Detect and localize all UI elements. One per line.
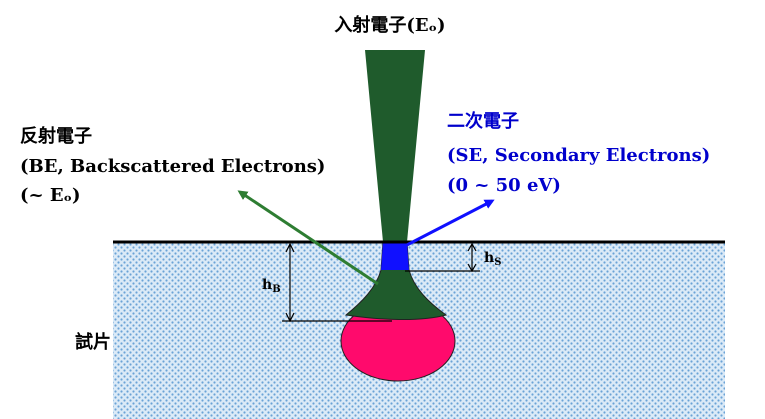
be-name-label: (BE, Backscattered Electrons)	[20, 156, 325, 177]
hs-label: hS	[484, 250, 501, 268]
be-energy-label: (~ Eₒ)	[20, 185, 81, 206]
specimen-label: 試片	[75, 331, 111, 353]
hs-arrow-top	[467, 242, 477, 252]
secondary-electron-region	[381, 242, 409, 270]
be-title-label: 反射電子	[20, 125, 92, 147]
hb-arrow-top	[285, 242, 295, 253]
se-energy-label: (0 ~ 50 eV)	[447, 175, 561, 196]
backscattered-electron-arrow	[237, 190, 379, 286]
excitation-region	[344, 241, 448, 321]
hb-label: hB	[262, 277, 281, 295]
secondary-electron-arrow	[402, 199, 495, 249]
incident-beam	[365, 50, 425, 242]
incident-electron-label: 入射電子(Eₒ)	[334, 14, 445, 36]
se-name-label: (SE, Secondary Electrons)	[447, 145, 710, 166]
se-title-label: 二次電子	[447, 110, 519, 132]
